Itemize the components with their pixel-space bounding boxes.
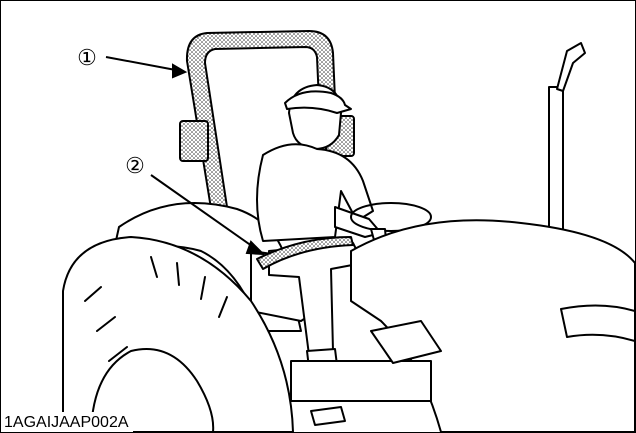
floor-deck: [291, 361, 431, 401]
callout-1: ①: [77, 45, 97, 70]
exhaust-pipe: [549, 43, 585, 253]
callout-2: ②: [125, 153, 145, 178]
leader-arrow-1: [173, 65, 185, 77]
leader-line-1: [106, 57, 181, 71]
pedal: [311, 407, 345, 425]
figure-caption: 1AGAIJAAP002A: [2, 412, 133, 432]
operator-figure: [257, 85, 381, 385]
